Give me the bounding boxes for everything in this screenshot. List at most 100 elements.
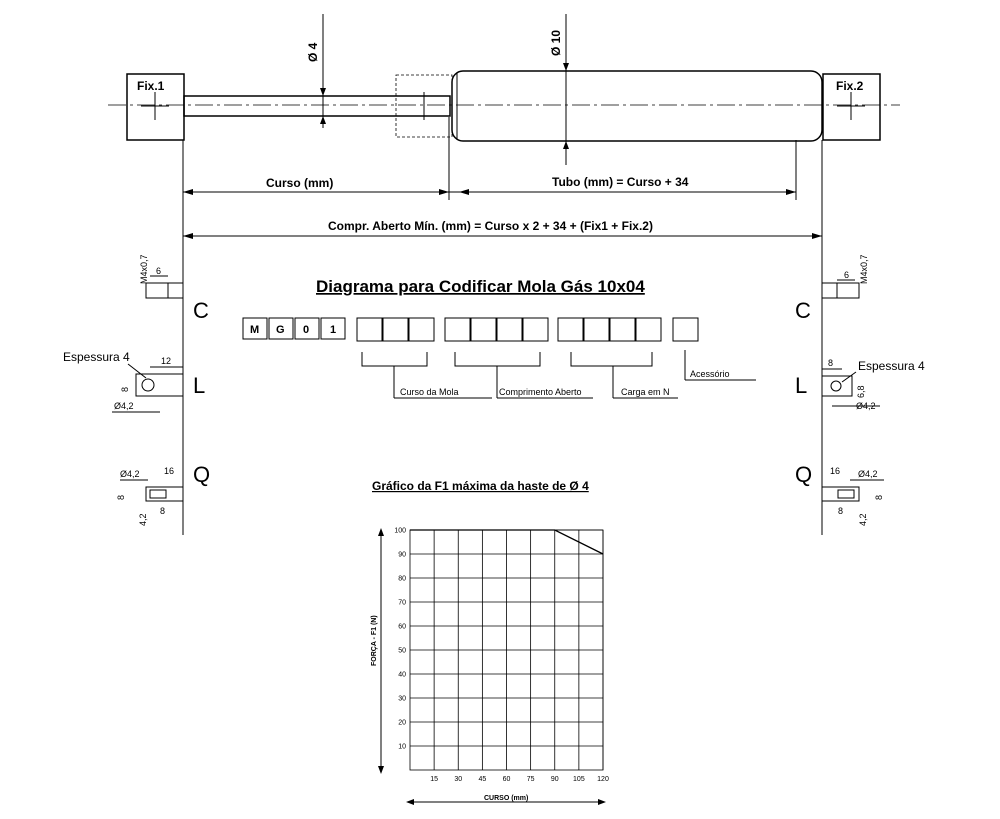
code-cell-load[interactable] [635, 317, 662, 342]
chart-x-arrow-right [598, 799, 606, 805]
tube-dia-arrow-bot [563, 141, 569, 149]
fitting-q-right-letter: Q [795, 462, 812, 487]
chart-y-tick-label: 70 [398, 600, 406, 607]
tube-arrow-l [459, 189, 469, 195]
stroke-arrow-r [439, 189, 449, 195]
fix1-label: Fix.1 [137, 79, 165, 93]
chart-series-line [410, 529, 604, 555]
stroke-arrow-l [183, 189, 193, 195]
open-length-arrow-l [183, 233, 193, 239]
fitting-c-right-letter: C [795, 298, 811, 323]
bracket-open-length [454, 352, 541, 367]
code-char-m: M [250, 324, 259, 336]
fitting-l-left-hole-label: Ø4,2 [114, 401, 134, 411]
code-cell-stroke[interactable] [408, 317, 435, 342]
chart-x-tick-label: 75 [527, 776, 535, 783]
tube-label: Tubo (mm) = Curso + 34 [552, 175, 689, 189]
chart-x-tick-label: 45 [478, 776, 486, 783]
chart-y-tick-label: 80 [398, 576, 406, 583]
tube-diameter-label: Ø 10 [549, 30, 563, 56]
fix2-label: Fix.2 [836, 79, 864, 93]
code-cell-load[interactable] [583, 317, 610, 342]
fitting-q-letter: Q [193, 462, 210, 487]
tube-arrow-r [786, 189, 796, 195]
label-accessory: Acessório [690, 369, 730, 379]
code-cell-fixed [294, 317, 320, 340]
fitting-l-right-hole [830, 380, 842, 392]
fitting-q-left-hole: Ø4,2 [120, 469, 140, 479]
code-cell-open-length[interactable] [470, 317, 497, 342]
code-cell-load[interactable] [557, 317, 584, 342]
code-cell-accessory[interactable] [672, 317, 699, 342]
chart-x-tick-label: 90 [551, 776, 559, 783]
fix2-box [822, 73, 881, 141]
fitting-c-left-thread: M4x0,7 [139, 254, 149, 284]
chart-x-arrow-left [406, 799, 414, 805]
code-cell-fixed [242, 317, 268, 340]
chart-ylabel: FORÇA - F1 (N) [371, 615, 378, 666]
rod-dia-arrow-bot [320, 116, 326, 124]
fitting-l-left-thickness: Espessura 4 [63, 350, 130, 364]
fitting-l-left-hole [141, 378, 155, 392]
code-cell-open-length[interactable] [444, 317, 471, 342]
code-title: Diagrama para Codificar Mola Gás 10x04 [316, 277, 645, 296]
chart-x-tick-label: 30 [454, 776, 462, 783]
bracket-stroke [361, 352, 428, 367]
spring-side-view: Fix.1 Ø 4 Ø 10 Fix.2 Curso (mm) [108, 14, 900, 535]
fitting-l-left-height: 8 [120, 387, 130, 392]
code-cell-open-length[interactable] [522, 317, 549, 342]
fitting-l-left-leader [127, 363, 147, 379]
fitting-l-left-plate [135, 373, 184, 397]
chart-xlabel: CURSO (mm) [484, 795, 528, 802]
fitting-q-left-body [145, 486, 184, 502]
chart-y-tick-label: 100 [394, 528, 406, 535]
label-open-length: Comprimento Aberto [499, 387, 582, 397]
tube-dia-arrow-top [563, 63, 569, 71]
code-cell-stroke[interactable] [356, 317, 383, 342]
fitting-l-right-width: 8 [828, 358, 833, 368]
fitting-l-right-height: 6,8 [856, 385, 866, 398]
bracket-load [570, 352, 653, 367]
fitting-q-right-thickness: 4,2 [858, 513, 868, 526]
chart-x-tick-label: 105 [573, 776, 585, 783]
fitting-q-left-length: 16 [164, 466, 174, 476]
chart-grid [409, 529, 604, 771]
code-cell-open-length[interactable] [496, 317, 523, 342]
stroke-label: Curso (mm) [266, 176, 333, 190]
fitting-l-right-plate [821, 375, 853, 397]
code-char-g: G [276, 324, 285, 336]
fitting-q-left-thickness: 4,2 [138, 513, 148, 526]
rod-dia-arrow-top [320, 88, 326, 96]
fitting-l-right-letter: L [795, 373, 807, 398]
fitting-c-left-drawing [145, 282, 184, 299]
chart-y-arrow-top [378, 528, 384, 536]
code-cell-fixed [320, 317, 346, 340]
fitting-l-right-thickness: Espessura 4 [858, 359, 925, 373]
code-cell-stroke[interactable] [382, 317, 409, 342]
fitting-c-right-drawing [821, 282, 860, 299]
open-length-arrow-r [812, 233, 822, 239]
fitting-l-letter: L [193, 373, 205, 398]
chart-x-tick-label: 120 [597, 776, 609, 783]
chart-x-tick-label: 15 [430, 776, 438, 783]
fitting-l-left-width: 12 [161, 356, 171, 366]
fitting-q-left-height: 8 [116, 495, 126, 500]
fitting-c-letter: C [193, 298, 209, 323]
chart-y-tick-label: 20 [398, 720, 406, 727]
fitting-q-right-height: 8 [874, 495, 884, 500]
fitting-q-left-slot-dim: 8 [160, 506, 165, 516]
chart-title: Gráfico da F1 máxima da haste de Ø 4 [372, 479, 589, 493]
code-diagram: Diagrama para Codificar Mola Gás 10x04 M… [242, 277, 756, 399]
fitting-c-left-length: 6 [156, 266, 161, 276]
chart-y-tick-label: 50 [398, 648, 406, 655]
chart-y-tick-label: 90 [398, 552, 406, 559]
fitting-q-right-hole: Ø4,2 [858, 469, 878, 479]
force-chart: Gráfico da F1 máxima da haste de Ø 4 FOR… [371, 479, 609, 805]
chart-y-tick-label: 30 [398, 696, 406, 703]
fittings-left: C 6 M4x0,7 L Espessura 4 12 8 Ø4,2 Q Ø4,… [63, 254, 210, 526]
fitting-q-right-slot [837, 489, 855, 499]
cylinder-tube [451, 70, 823, 142]
code-cell-load[interactable] [609, 317, 636, 342]
